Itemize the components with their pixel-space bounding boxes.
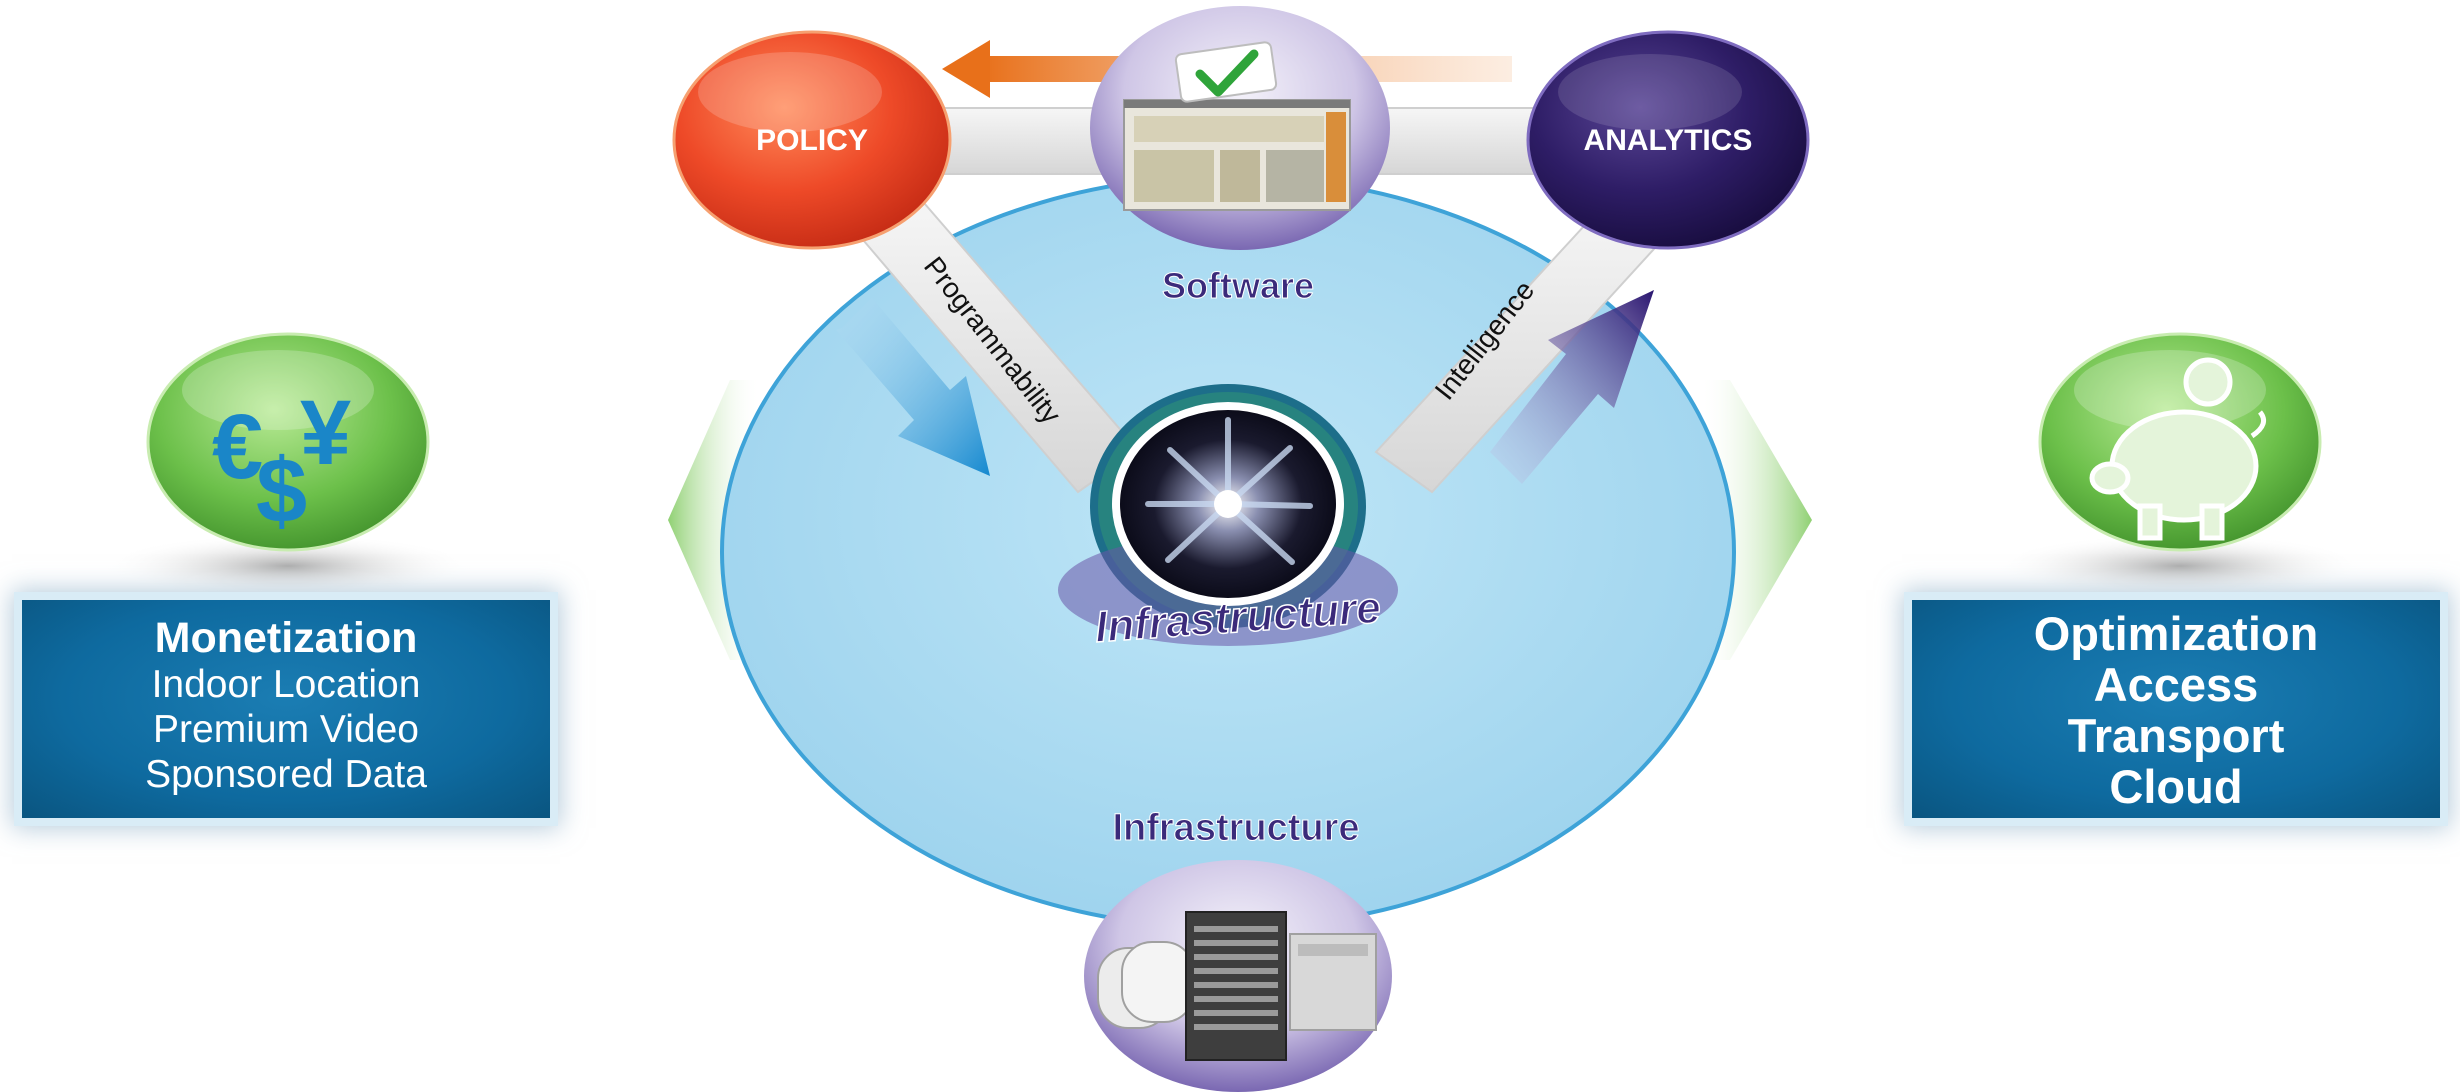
svg-text:€: €: [212, 396, 263, 498]
policy-label: POLICY: [756, 124, 868, 157]
optimization-item: Transport: [2067, 709, 2285, 762]
right-disc-shadow: [1994, 534, 2366, 598]
infrastructure-bottom-label: Infrastructure: [1112, 807, 1359, 849]
optimization-panel: Optimization Access Transport Cloud: [1912, 600, 2440, 818]
monetization-item: Premium Video: [153, 708, 419, 751]
optimization-item: Access: [2093, 658, 2259, 711]
up-right-arrow: [1490, 290, 1654, 484]
software-label: Software: [1162, 265, 1314, 306]
monetization-item: Sponsored Data: [145, 753, 427, 796]
svg-text:$: $: [256, 440, 307, 542]
optimization-item: Optimization: [2033, 607, 2319, 660]
dashboard-icon: [1123, 41, 1351, 211]
optimization-item: Cloud: [2109, 760, 2243, 813]
left-green-disc: [146, 332, 430, 552]
down-right-arrow: [836, 298, 990, 476]
piggy-bank-icon: [2089, 357, 2267, 541]
data-tunnel-icon: [1058, 384, 1398, 646]
svg-text:¥: ¥: [300, 382, 351, 484]
currency-icon: € $ ¥: [212, 382, 351, 542]
monetization-title: Monetization: [154, 614, 418, 662]
policy-node: [672, 30, 952, 250]
network-hardware-icon: [1097, 911, 1377, 1061]
analytics-label: ANALYTICS: [1584, 124, 1753, 157]
monetization-panel: Monetization Indoor Location Premium Vid…: [22, 600, 550, 818]
left-disc-shadow: [102, 534, 474, 598]
analytics-node: [1526, 30, 1810, 250]
monetization-item: Indoor Location: [151, 663, 421, 706]
